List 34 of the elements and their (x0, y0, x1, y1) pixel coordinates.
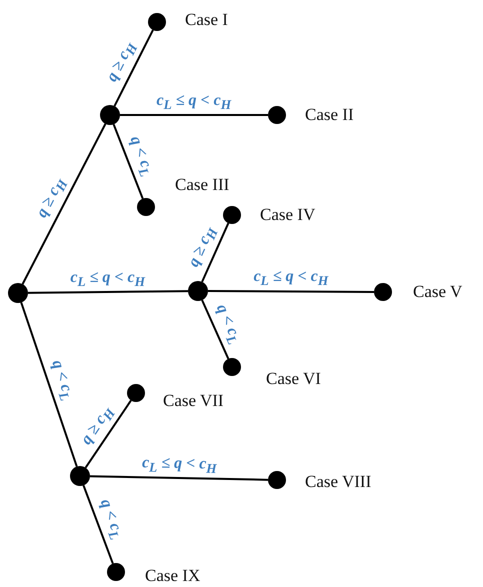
node-dot (8, 283, 28, 303)
branch-line (22, 123, 106, 285)
node-dot (100, 105, 120, 125)
case-label: Case VII (163, 391, 224, 411)
node-dot (223, 206, 241, 224)
branch-line (28, 290, 188, 294)
case-label: Case VIII (305, 472, 372, 492)
case-label: Case III (175, 175, 230, 195)
branch-line (82, 485, 114, 564)
case-label: Case IX (145, 566, 200, 586)
branch-line (20, 302, 78, 467)
branch-line (112, 124, 144, 199)
node-dot (268, 106, 286, 124)
case-label: Case II (305, 105, 354, 125)
node-dot (107, 563, 125, 581)
node-dot (148, 13, 166, 31)
node-dot (223, 358, 241, 376)
branch-line (201, 300, 230, 360)
branch-line (201, 222, 230, 282)
node-dot (70, 466, 90, 486)
branch-line (208, 290, 374, 293)
case-label: Case V (413, 282, 462, 302)
branch-line (114, 30, 154, 107)
node-dot (374, 283, 392, 301)
case-label: Case I (185, 10, 228, 30)
case-label: Case IV (260, 205, 316, 225)
branch-line (120, 114, 268, 116)
branch-line (84, 400, 132, 468)
branch-line (90, 475, 268, 481)
node-dot (188, 281, 208, 301)
case-label: Case VI (266, 369, 321, 389)
node-dot (268, 471, 286, 489)
node-dot (127, 384, 145, 402)
node-dot (137, 198, 155, 216)
